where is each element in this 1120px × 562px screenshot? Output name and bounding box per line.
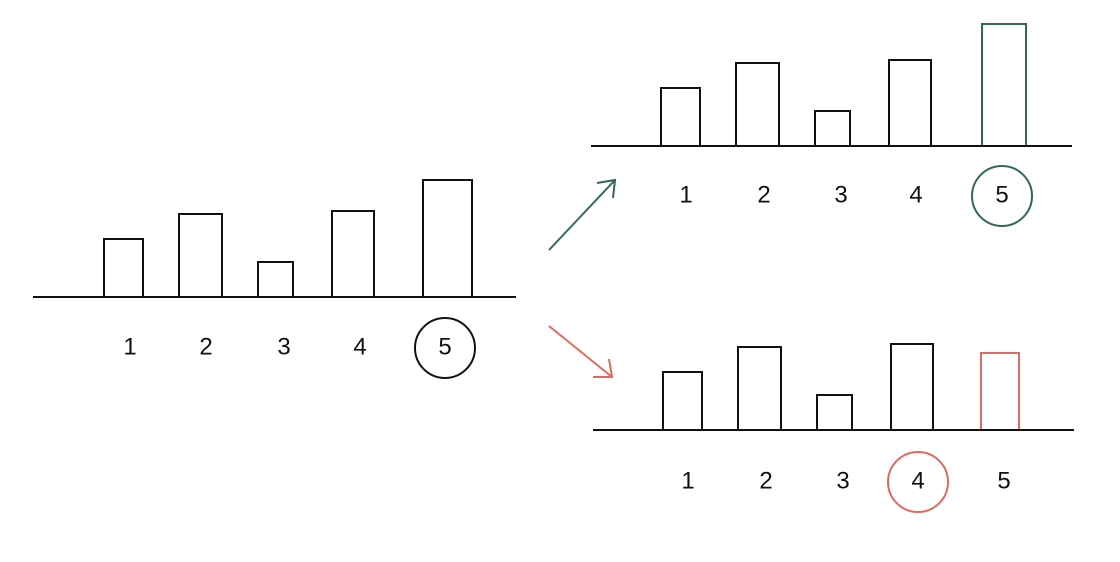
bar-4	[890, 343, 934, 431]
arrow-head	[593, 358, 614, 378]
category-label: 1	[681, 467, 694, 494]
bar-1	[103, 238, 144, 298]
bar-2	[735, 62, 780, 147]
bar-1	[662, 371, 703, 431]
category-label: 4	[911, 467, 924, 494]
bar-2	[178, 213, 223, 298]
bar-5	[980, 352, 1020, 431]
bar-3	[814, 110, 851, 147]
bar-5	[422, 179, 473, 298]
category-label: 5	[438, 333, 451, 360]
arrow-shaft	[548, 325, 613, 378]
highlight-circle	[887, 451, 949, 513]
category-label: 4	[353, 333, 366, 360]
highlight-circle	[414, 317, 476, 379]
arrow-shaft	[548, 179, 616, 251]
category-label: 2	[199, 333, 212, 360]
bar-1	[660, 87, 701, 147]
bar-4	[331, 210, 375, 298]
bar-5	[981, 23, 1027, 147]
category-label: 3	[834, 181, 847, 208]
bar-3	[257, 261, 294, 298]
category-label: 2	[757, 181, 770, 208]
bar-2	[737, 346, 782, 431]
arrow-to-upper	[548, 178, 617, 251]
category-label: 5	[995, 181, 1008, 208]
bar-3	[816, 394, 853, 431]
category-label: 3	[277, 333, 290, 360]
category-label: 2	[759, 467, 772, 494]
upper-result-bar-chart: 1 2 3 4 5	[591, 23, 1072, 227]
source-bar-chart: 1 2 3 4 5	[33, 179, 516, 379]
category-label: 1	[679, 181, 692, 208]
category-label: 4	[909, 181, 922, 208]
arrow-head	[596, 178, 617, 199]
category-label: 1	[123, 333, 136, 360]
highlight-circle	[971, 165, 1033, 227]
bar-4	[888, 59, 932, 147]
arrow-to-lower	[548, 325, 614, 378]
category-label: 3	[836, 467, 849, 494]
lower-result-bar-chart: 1 2 3 4 5	[593, 343, 1074, 513]
category-label: 5	[997, 467, 1010, 494]
